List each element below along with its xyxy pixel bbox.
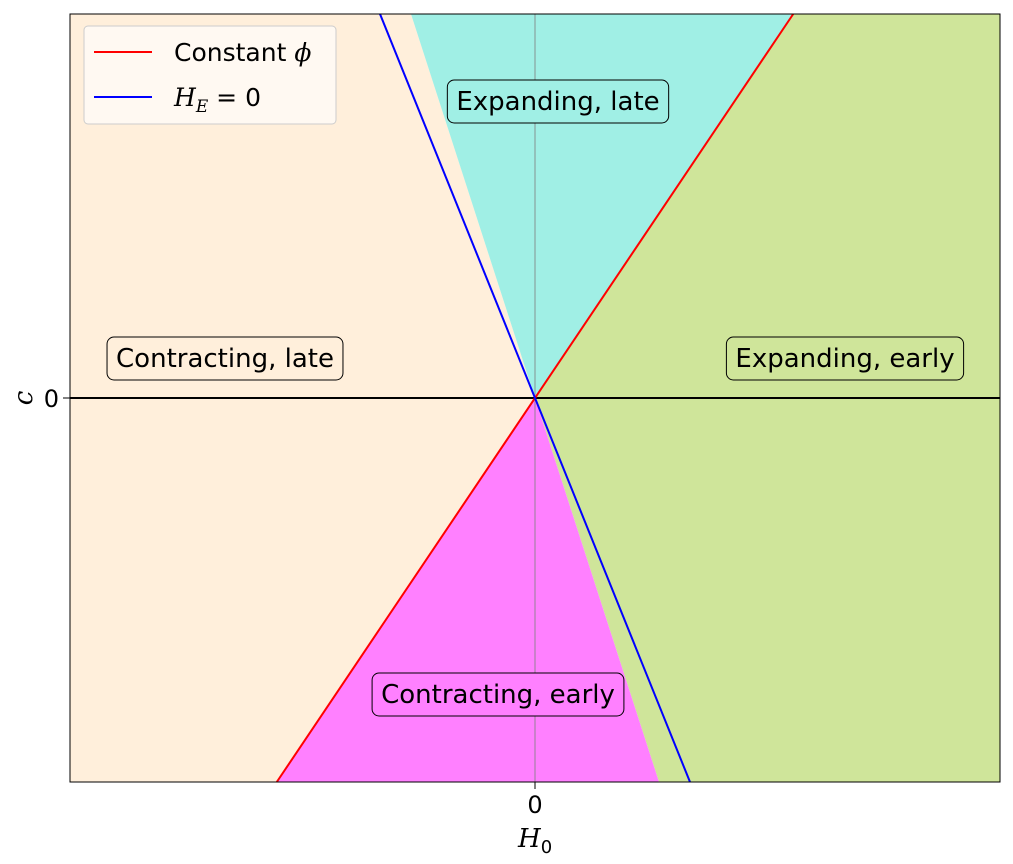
label-expanding-early-box [725,336,965,381]
label-contracting-late: Contracting, late [116,344,334,374]
label-expanding-early-group: Expanding, early [725,336,965,381]
label-contracting-early: Contracting, early [381,680,615,710]
x-axis-label: H0 [517,824,552,858]
y-axis-label: c [9,390,39,405]
legend-label-he-zero: HE = 0 [173,83,261,117]
label-expanding-late-box [446,79,670,124]
legend-box [83,25,337,125]
series-layer [275,13,795,783]
y-tick-label: 0 [44,385,59,413]
x-tick-label: 0 [527,791,542,819]
label-expanding-late: Expanding, late [456,87,659,117]
label-expanding-late-group: Expanding, late [446,79,670,124]
legend: Constant ϕ HE = 0 [83,25,337,125]
series-line-he-zero [379,13,691,783]
label-contracting-late-box [106,336,344,381]
label-contracting-late-group: Contracting, late [106,336,344,381]
legend-label-constant-phi: Constant ϕ [174,38,311,67]
label-contracting-early-box [371,672,625,717]
label-expanding-early: Expanding, early [735,344,954,374]
label-contracting-early-group: Contracting, early [371,672,625,717]
